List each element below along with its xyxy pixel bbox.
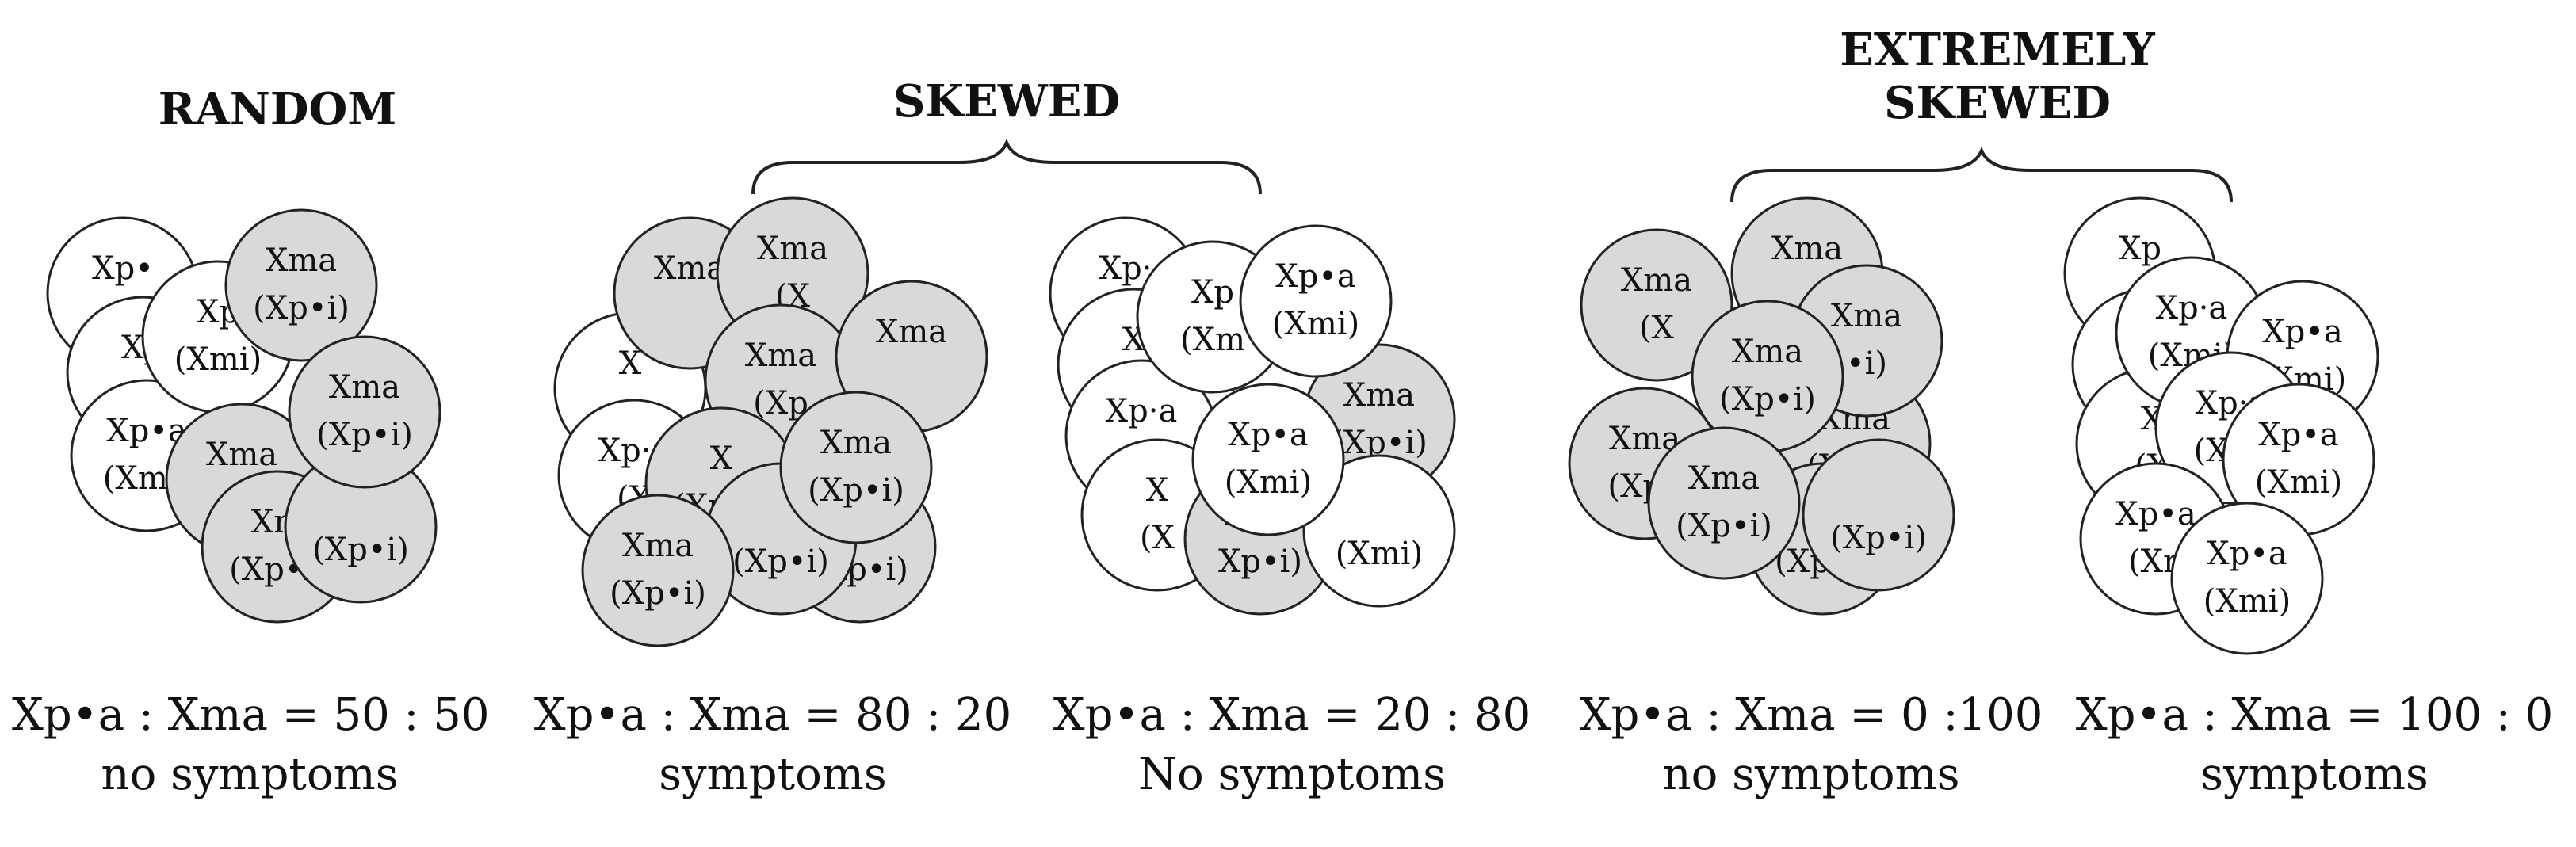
cell-label-bottom: (Xmi) bbox=[1272, 306, 1359, 342]
panel-1-outcome: no symptoms bbox=[101, 749, 399, 800]
xma-active-cell: Xma (Xp•i) bbox=[779, 391, 933, 544]
cell-label-bottom: (Xp•i) bbox=[253, 290, 350, 326]
cell-circle bbox=[581, 494, 735, 647]
cell-label-top: Xma bbox=[1771, 231, 1843, 267]
cell-circle bbox=[779, 391, 933, 544]
brace-extremely-skewed bbox=[1730, 146, 2233, 203]
cell-label-top: Xma bbox=[820, 425, 892, 461]
panel-1-ratio: Xp•a : Xma = 50 : 50 bbox=[12, 689, 490, 741]
cell-label-top: Xma bbox=[206, 437, 277, 473]
cell-label-bottom: (Xp•i) bbox=[316, 417, 413, 453]
cell-circle bbox=[288, 335, 441, 489]
xma-active-cell: Xma (Xp•i) bbox=[288, 335, 441, 489]
cell-circle bbox=[1302, 454, 1456, 608]
cell-cluster-panel-3: Xp·XXp·aX(XXp(XmXma(Xp•i)XmaXp•i)Xp•a(Xm… bbox=[1049, 216, 1456, 616]
cell-label-top: Xp bbox=[2119, 231, 2161, 267]
xma-active-cell: Xma (Xp•i) bbox=[1647, 426, 1801, 580]
xma-active-cell: Xma (Xp•i) bbox=[581, 494, 735, 647]
cell-label-top: X bbox=[710, 441, 733, 477]
cell-label-top: Xp•a bbox=[106, 413, 187, 449]
cell-label-top: Xp•a bbox=[2258, 417, 2339, 453]
cell-label-top: X bbox=[1146, 472, 1169, 509]
xp-active-cell: Xp•a (Xmi) bbox=[2222, 383, 2375, 536]
title-skewed: SKEWED bbox=[893, 75, 1120, 128]
cell-label-bottom: (Xmi) bbox=[1225, 464, 1312, 501]
panel-4-outcome: no symptoms bbox=[1662, 749, 1960, 800]
xp-active-cell: Xp•a (Xmi) bbox=[2170, 502, 2324, 655]
cell-circle bbox=[224, 208, 378, 362]
panel-2-outcome: symptoms bbox=[659, 749, 887, 800]
cell-label-top: X bbox=[619, 345, 642, 382]
cell-label-top: Xp•a bbox=[1275, 258, 1356, 295]
cell-label-top: Xp•a bbox=[2207, 536, 2287, 572]
cell-label-bottom: (Xmi) bbox=[1336, 536, 1423, 572]
xp-active-cell: Xp•a (Xmi) bbox=[1239, 224, 1393, 378]
cell-label-top: Xma bbox=[1688, 460, 1760, 497]
cell-cluster-panel-5: XpXX(XXp·a(Xmi)Xp•a(Xmi)Xp·a(XmiXp•a(Xmi… bbox=[2063, 196, 2379, 655]
cell-label-top: Xp·a bbox=[2156, 290, 2228, 326]
cell-cluster-panel-2: XXp·a(XXmaXma(XXma(XpXmaXma(Xp•i)X(Xp•i)… bbox=[553, 196, 988, 647]
cell-label-bottom: (Xmi) bbox=[2203, 583, 2291, 620]
cell-label-bottom: (Xp•i) bbox=[610, 575, 706, 612]
panel-3-outcome: No symptoms bbox=[1138, 749, 1446, 800]
cell-label-bottom: (Xp•i) bbox=[1719, 381, 1816, 418]
cell-label-bottom: (Xp•i) bbox=[1676, 508, 1772, 544]
panel-5-outcome: symptoms bbox=[2200, 749, 2429, 800]
cell-label-top: Xma bbox=[1831, 298, 1902, 334]
cell-label-top: Xma bbox=[654, 250, 725, 287]
cell-label-top: Xma bbox=[1343, 377, 1415, 414]
panel-5-ratio: Xp•a : Xma = 100 : 0 bbox=[2075, 689, 2554, 741]
cell-label-bottom: (Xp•i) bbox=[1830, 520, 1927, 556]
cell-label-top: Xp•a bbox=[1228, 417, 1309, 453]
cell-circle bbox=[1239, 224, 1393, 378]
title-random: RANDOM bbox=[158, 83, 397, 135]
cell-circle bbox=[2170, 502, 2324, 655]
cell-label-bottom: (Xp•i) bbox=[312, 532, 409, 568]
cell-label-top: Xp· bbox=[1099, 250, 1152, 287]
cell-label-top: Xma bbox=[757, 231, 828, 267]
panel-3-ratio: Xp•a : Xma = 20 : 80 bbox=[1053, 689, 1531, 741]
cell-label-bottom: (Xmi) bbox=[174, 341, 262, 378]
cell-label-bottom: •i) bbox=[1846, 345, 1887, 382]
cell-label-bottom: Xp•i) bbox=[1218, 544, 1302, 580]
cell-cluster-panel-4: Xma(XXma(Xp•XmaXma(Xp•i)(Xp•i)(Xp•i)Xma•… bbox=[1568, 196, 1955, 616]
cell-label-bottom: (Xmi) bbox=[2255, 464, 2342, 501]
xma-active-cell: Xma (Xp•i) bbox=[224, 208, 378, 362]
xp-active-cell: Xp (Xm bbox=[1136, 240, 1290, 394]
cell-label-top: Xma bbox=[329, 369, 400, 406]
cell-label-top: Xp bbox=[1191, 274, 1234, 311]
cell-label-top: Xp• bbox=[92, 250, 154, 287]
cell-label-bottom: (X bbox=[1639, 310, 1675, 346]
cell-label-top: Xma bbox=[745, 338, 816, 374]
cell-label-top: Xp•a bbox=[2262, 314, 2343, 350]
cell-label-top: Xp•a bbox=[2115, 496, 2196, 532]
xp-active-cell: (Xmi) bbox=[1302, 454, 1456, 608]
cell-label-top: Xma bbox=[1732, 334, 1803, 370]
cell-label-top: Xma bbox=[1621, 262, 1692, 299]
cell-label-top: Xp·a bbox=[1106, 393, 1178, 429]
xma-active-cell: (Xp•i) bbox=[1802, 438, 1955, 592]
panel-2-ratio: Xp•a : Xma = 80 : 20 bbox=[533, 689, 1012, 741]
cell-label-bottom: (Xp bbox=[753, 385, 808, 422]
xp-active-cell: Xp•a (Xmi) bbox=[1191, 383, 1345, 536]
cell-label-bottom: (Xm bbox=[1180, 322, 1245, 358]
cell-label-bottom: (X bbox=[1140, 520, 1175, 556]
cell-circle bbox=[1191, 383, 1345, 536]
cell-label-bottom: (Xp•i) bbox=[732, 544, 829, 580]
cell-cluster-panel-1: Xp•XpXp•a(Xmi)Xp(Xmi)Xma(Xp•i)XmaXm(Xp•i… bbox=[46, 208, 441, 624]
cell-label-top: Xma bbox=[266, 242, 337, 279]
cell-circle bbox=[1802, 438, 1955, 592]
brace-skewed bbox=[751, 138, 1262, 195]
cell-label-bottom: (Xp•i) bbox=[808, 472, 904, 509]
xma-active-cell: (Xp•i) bbox=[284, 450, 438, 604]
cell-circle bbox=[1647, 426, 1801, 580]
xma-active-cell: Xma (X bbox=[1580, 228, 1733, 382]
cell-label-top: Xma bbox=[876, 314, 947, 350]
title-extremely-skewed: EXTREMELY SKEWED bbox=[1840, 24, 2155, 130]
cell-label-top: Xma bbox=[622, 528, 694, 564]
panel-4-ratio: Xp•a : Xma = 0 :100 bbox=[1579, 689, 2043, 741]
cell-circle bbox=[1580, 228, 1733, 382]
